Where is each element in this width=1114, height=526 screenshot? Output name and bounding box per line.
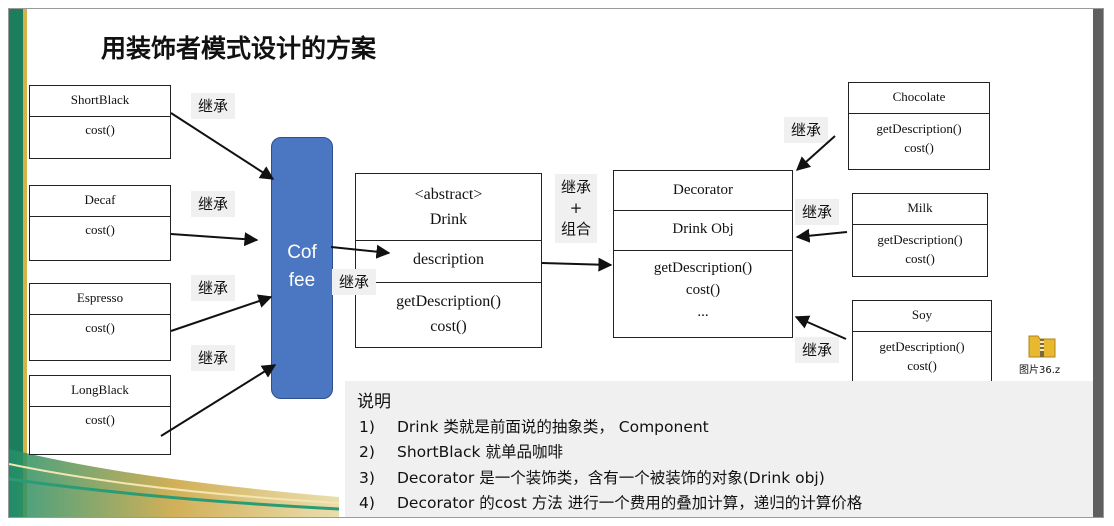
- notes-item-text: Decorator 是一个装饰类，含有一个被装饰的对象(Drink obj): [397, 469, 825, 487]
- arrow-decorator-to-drink: [541, 257, 613, 272]
- method-getdescription: getDescription(): [879, 339, 965, 354]
- class-name: ShortBlack: [30, 86, 170, 117]
- notes-item: 4) Decorator 的cost 方法 进行一个费用的叠加计算，递归的计算价格: [359, 491, 862, 513]
- notes-item-text: Drink 类就是前面说的抽象类， Component: [397, 418, 709, 436]
- inherit-combine-label: 继承 + 组合: [555, 174, 598, 243]
- drink-field: description: [356, 241, 541, 283]
- coffee-class-box: Cof fee: [271, 137, 333, 399]
- class-box-chocolate: Chocolate getDescription() cost(): [848, 82, 990, 170]
- inherit-label: 继承: [191, 191, 236, 217]
- drink-method-cost: cost(): [430, 318, 467, 335]
- arrow-soy-to-decorator: [794, 315, 847, 340]
- inherit-label: 继承: [191, 345, 236, 371]
- inherit-label: 继承: [784, 117, 829, 143]
- inherit-label: 继承: [191, 93, 236, 119]
- plus-text: +: [569, 199, 583, 217]
- drink-stereotype: <abstract>: [414, 186, 483, 203]
- decorator-method-cost: cost(): [685, 282, 721, 298]
- decorator-class-box: Decorator Drink Obj getDescription() cos…: [613, 170, 793, 338]
- drink-name: Drink: [429, 211, 468, 228]
- notes-item-text: Decorator 的cost 方法 进行一个费用的叠加计算，递归的计算价格: [397, 494, 863, 512]
- notes-item-number: 3): [359, 469, 375, 487]
- method-cost: cost(): [905, 251, 935, 266]
- class-name: Espresso: [30, 284, 170, 315]
- class-methods: getDescription() cost(): [849, 114, 989, 157]
- inherit-label: 继承: [795, 199, 840, 225]
- method-cost: cost(): [907, 358, 937, 373]
- arrow-coffee-to-drink: [330, 244, 391, 259]
- class-name: Milk: [853, 194, 987, 225]
- notes-item: 3) Decorator 是一个装饰类，含有一个被装饰的对象(Drink obj): [359, 466, 825, 488]
- class-method: cost(): [85, 320, 115, 335]
- class-name: LongBlack: [30, 376, 170, 407]
- arrow-decaf-to-coffee: [170, 232, 259, 247]
- diagram-arrows: [160, 112, 848, 437]
- notes-item-number: 1): [359, 418, 375, 436]
- notes-item-number: 4): [359, 494, 375, 512]
- zip-file-label[interactable]: 图片36.z: [1019, 365, 1061, 376]
- class-box-soy: Soy getDescription() cost(): [852, 300, 992, 382]
- method-cost: cost(): [904, 140, 934, 155]
- decorator-method-getdescription: getDescription(): [653, 260, 753, 276]
- class-name: Chocolate: [849, 83, 989, 114]
- drink-class-box: <abstract> Drink description getDescript…: [355, 173, 542, 348]
- arrow-shortblack-to-coffee: [170, 112, 275, 180]
- drink-methods: getDescription() cost(): [356, 283, 541, 339]
- slide-title: 用装饰者模式设计的方案: [101, 34, 377, 63]
- class-name: Decaf: [30, 186, 170, 217]
- arrow-espresso-to-coffee: [170, 294, 273, 332]
- right-edge-strip: [1093, 9, 1103, 517]
- decorator-method-more: ...: [697, 304, 709, 320]
- inherit-text: 继承: [561, 178, 592, 196]
- class-methods: getDescription() cost(): [853, 332, 991, 375]
- arrow-longblack-to-coffee: [160, 364, 277, 437]
- notes-item-number: 2): [359, 443, 375, 461]
- arrow-milk-to-decorator: [795, 228, 848, 243]
- coffee-label-line1: Cof: [287, 242, 317, 263]
- class-box-shortblack: ShortBlack cost(): [29, 85, 171, 159]
- background-decoration: [9, 9, 340, 517]
- class-method: cost(): [85, 122, 115, 137]
- notes-item-text: ShortBlack 就单品咖啡: [397, 443, 563, 461]
- slide: 用装饰者模式设计的方案 ShortBlack cost() Decaf cost…: [8, 8, 1104, 518]
- method-getdescription: getDescription(): [877, 232, 963, 247]
- inherit-label: 继承: [191, 275, 236, 301]
- arrow-chocolate-to-decorator: [795, 135, 836, 171]
- decorator-name: Decorator: [614, 171, 792, 211]
- decorator-methods: getDescription() cost() ...: [614, 251, 792, 323]
- combine-text: 组合: [561, 220, 592, 238]
- class-box-milk: Milk getDescription() cost(): [852, 193, 988, 277]
- notes-heading: 说明: [357, 392, 391, 412]
- notes-item: 2) ShortBlack 就单品咖啡: [359, 440, 563, 462]
- class-name: Soy: [853, 301, 991, 332]
- class-box-decaf: Decaf cost(): [29, 185, 171, 261]
- method-getdescription: getDescription(): [876, 121, 962, 136]
- inherit-label: 继承: [332, 269, 377, 295]
- class-box-espresso: Espresso cost(): [29, 283, 171, 361]
- coffee-label-line2: fee: [288, 270, 316, 291]
- zip-folder-icon[interactable]: [1027, 331, 1057, 359]
- class-method: cost(): [85, 222, 115, 237]
- drink-method-getdescription: getDescription(): [396, 293, 501, 310]
- class-methods: getDescription() cost(): [853, 225, 987, 268]
- class-box-longblack: LongBlack cost(): [29, 375, 171, 455]
- notes-panel: 说明 1) Drink 类就是前面说的抽象类， Component 2) Short…: [345, 381, 1093, 517]
- notes-item: 1) Drink 类就是前面说的抽象类， Component: [359, 415, 709, 437]
- class-method: cost(): [85, 412, 115, 427]
- drink-header: <abstract> Drink: [356, 174, 541, 241]
- decorator-field: Drink Obj: [614, 211, 792, 251]
- inherit-label: 继承: [795, 337, 840, 363]
